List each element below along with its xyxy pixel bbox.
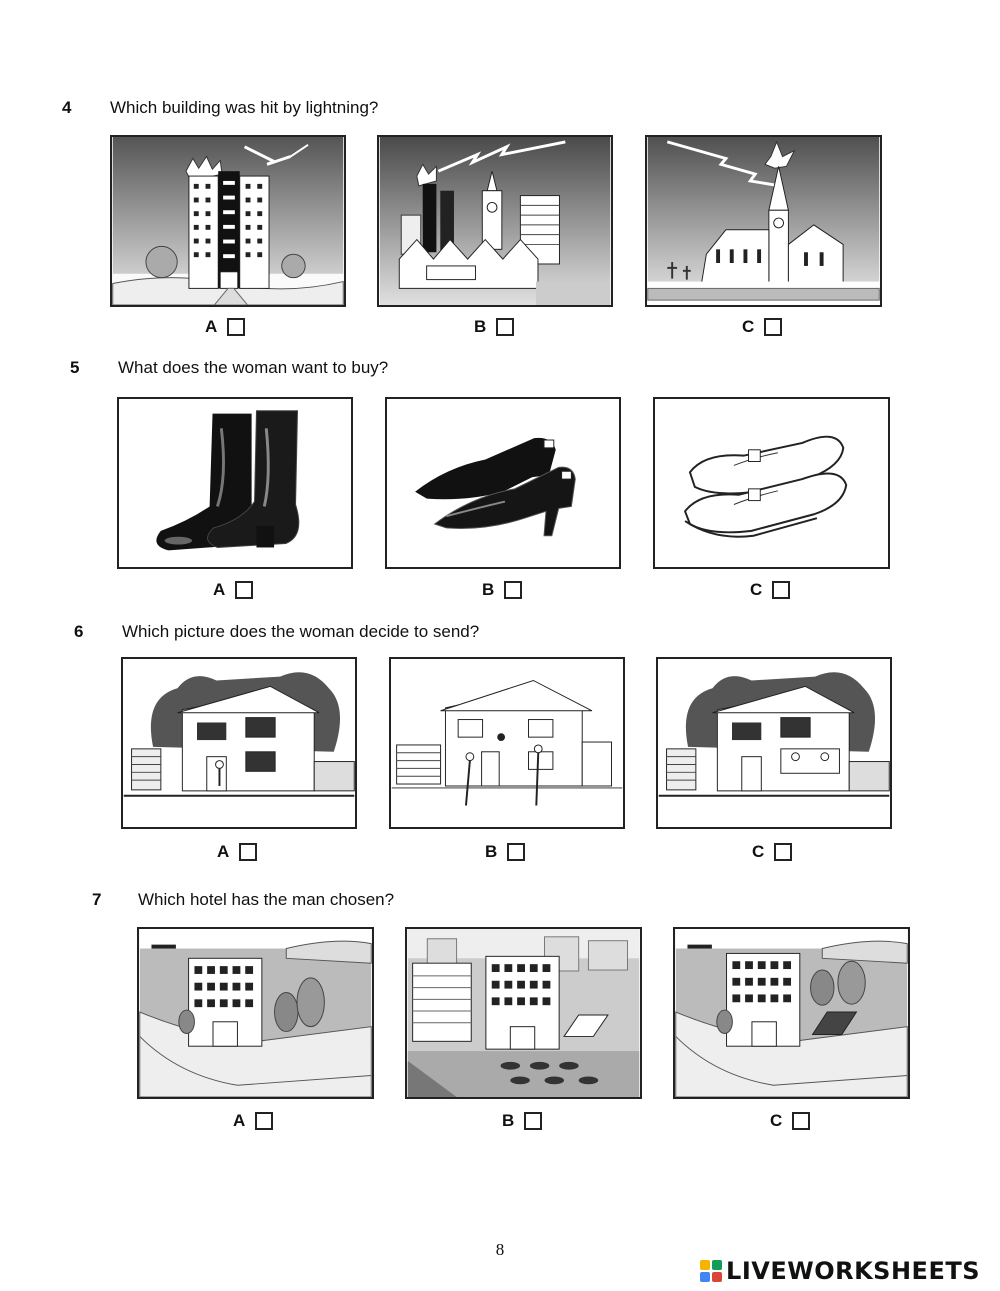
picture-high-heel-shoes [385,397,621,569]
picture-house-b [389,657,625,829]
option-5c: C [750,580,791,600]
answer-checkbox[interactable] [524,1112,543,1130]
picture-church [645,135,882,307]
picture-house-c [656,657,892,829]
picture-factory-town [377,135,613,307]
option-label: A [213,580,226,599]
question-text: Which building was hit by lightning? [110,98,379,117]
hotel-in-city-illustration [407,929,640,1097]
option-6b: B [485,842,526,862]
option-label: A [205,317,218,336]
option-label: B [474,317,487,336]
picture-loafers [653,397,890,569]
answer-checkbox[interactable] [792,1112,811,1130]
tower-block-illustration [112,137,344,305]
option-7c: C [770,1111,811,1131]
option-6c: C [752,842,793,862]
answer-checkbox[interactable] [239,843,258,861]
question-text: Which hotel has the man chosen? [138,890,395,909]
house-person-at-door-illustration [123,672,355,827]
option-label: B [485,842,498,861]
option-7a: A [233,1111,274,1131]
question-number: 6 [74,622,84,641]
option-label: C [750,580,763,599]
house-people-playing-ball-illustration [391,679,623,827]
option-label: C [770,1111,783,1130]
hotel-by-sea-with-pool-illustration [675,929,908,1097]
question-number: 5 [70,358,80,377]
picture-rubber-boots [117,397,353,569]
option-6a: A [217,842,258,862]
brand-grid-icon [700,1260,723,1282]
option-5b: B [482,580,523,600]
answer-checkbox[interactable] [255,1112,274,1130]
brand-name: LIVEWORKSHEETS [726,1257,980,1285]
answer-checkbox[interactable] [235,581,254,599]
option-4b: B [474,317,515,337]
option-4a: A [205,317,246,337]
answer-checkbox[interactable] [504,581,523,599]
option-label: B [482,580,495,599]
church-illustration [647,137,880,305]
answer-checkbox[interactable] [764,318,783,336]
question-text: Which picture does the woman decide to s… [122,622,480,641]
option-label: C [752,842,765,861]
question-text: What does the woman want to buy? [118,358,389,377]
answer-checkbox[interactable] [774,843,793,861]
question-number: 4 [62,98,72,117]
picture-hotel-b [405,927,642,1099]
option-label: B [502,1111,515,1130]
option-label: A [217,842,230,861]
brand-logo[interactable]: LIVEWORKSHEETS [700,1257,980,1285]
picture-tower-block [110,135,346,307]
option-7b: B [502,1111,543,1131]
picture-hotel-a [137,927,374,1099]
question-number: 7 [92,890,102,909]
factory-town-illustration [379,137,611,305]
high-heel-shoes-icon [415,437,576,537]
option-label: A [233,1111,246,1130]
answer-checkbox[interactable] [772,581,791,599]
picture-house-a [121,657,357,829]
answer-checkbox[interactable] [507,843,526,861]
picture-hotel-c [673,927,910,1099]
option-5a: A [213,580,254,600]
answer-checkbox[interactable] [227,318,246,336]
loafers-icon [683,435,848,538]
answer-checkbox[interactable] [496,318,515,336]
boots-icon [156,410,300,551]
option-4c: C [742,317,783,337]
page-number: 8 [495,1240,505,1259]
option-label: C [742,317,755,336]
hotel-by-sea-illustration [139,929,372,1097]
house-people-at-window-illustration [658,672,890,797]
